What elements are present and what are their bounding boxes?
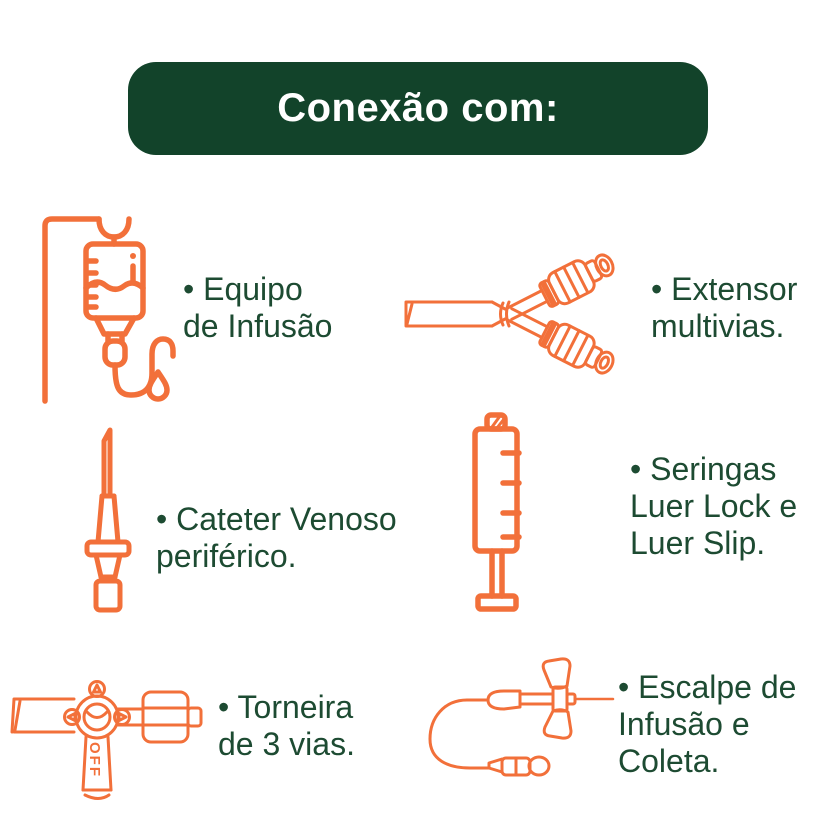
item-label-seringas: • Seringas Luer Lock e Luer Slip. (630, 451, 797, 562)
label-line: Infusão e (618, 706, 750, 742)
multiway-extension-icon (402, 234, 647, 394)
item-label-extensor: • Extensor multivias. (651, 271, 797, 345)
label-line: Coleta. (618, 743, 720, 779)
stopcock-off-label: OFF (86, 742, 103, 778)
item-label-cateter: • Cateter Venoso periférico. (156, 501, 397, 575)
header-pill: Conexão com: (128, 62, 708, 155)
venous-catheter-icon (80, 424, 136, 614)
label-line: • Seringas (630, 451, 777, 487)
header-title: Conexão com: (277, 86, 559, 130)
three-way-stopcock-icon: OFF (6, 678, 203, 800)
butterfly-needle-icon (422, 655, 617, 780)
syringe-icon (466, 412, 528, 618)
label-line: Luer Lock e (630, 488, 798, 524)
label-line: de Infusão (183, 308, 333, 344)
label-line: • Equipo (183, 271, 303, 307)
label-line: Luer Slip. (630, 525, 766, 561)
label-line: multivias. (651, 308, 785, 344)
label-line: • Cateter Venoso (156, 501, 397, 537)
label-line: periférico. (156, 538, 297, 574)
iv-infusion-set-icon (36, 210, 178, 405)
label-line: de 3 vias. (218, 726, 355, 762)
label-line: • Escalpe de (618, 669, 797, 705)
label-line: • Torneira (218, 689, 354, 725)
item-label-escalpe: • Escalpe de Infusão e Coleta. (618, 669, 796, 780)
item-label-equipo: • Equipo de Infusão (183, 271, 332, 345)
item-label-torneira: • Torneira de 3 vias. (218, 689, 355, 763)
label-line: • Extensor (651, 271, 798, 307)
